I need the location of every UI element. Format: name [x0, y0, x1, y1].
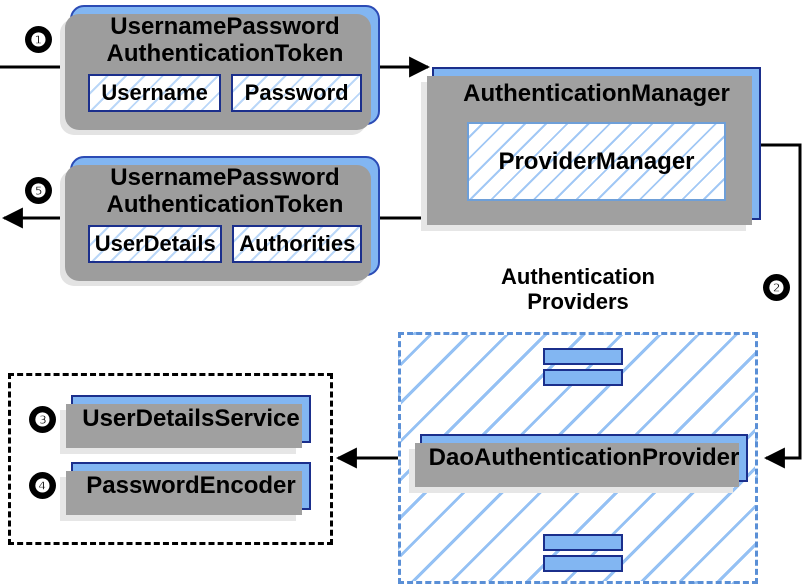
- badge-step-5-number: ❺: [30, 180, 47, 201]
- request-token-slots: Username Password: [88, 74, 363, 112]
- response-token-slots: UserDetails Authorities: [88, 225, 363, 263]
- user-details-service-label: UserDetailsService: [82, 405, 300, 433]
- user-details-service-node[interactable]: UserDetailsService: [60, 395, 311, 454]
- authentication-providers-label-line2: Providers: [527, 288, 629, 314]
- provider-bar-top-1: [543, 348, 623, 365]
- response-token-title-line2: AuthenticationToken: [106, 190, 344, 218]
- password-encoder-node[interactable]: PasswordEncoder: [60, 462, 311, 521]
- arrow-manager-to-provider: [761, 143, 802, 469]
- username-slot[interactable]: Username: [88, 74, 222, 112]
- provider-bar-top-2: [543, 369, 623, 386]
- response-token-title-line1: UsernamePassword: [110, 164, 340, 191]
- authorities-slot[interactable]: Authorities: [232, 225, 363, 263]
- badge-step-4-number: ❹: [34, 475, 51, 496]
- request-token-title: UsernamePassword AuthenticationToken: [72, 13, 378, 68]
- provider-bar-bottom-1: [543, 534, 623, 551]
- authentication-manager-title: AuthenticationManager: [463, 80, 730, 107]
- provider-bar-bottom-2: [543, 555, 623, 572]
- response-token-node[interactable]: UsernamePassword AuthenticationToken Use…: [60, 156, 380, 286]
- authorities-slot-label: Authorities: [239, 231, 356, 257]
- badge-step-4: ❹: [29, 472, 56, 499]
- username-slot-label: Username: [101, 80, 208, 106]
- user-details-slot-label: UserDetails: [94, 231, 216, 257]
- authentication-providers-label: Authentication Providers: [438, 264, 718, 314]
- password-encoder-label: PasswordEncoder: [86, 472, 296, 500]
- password-slot-label: Password: [244, 80, 349, 106]
- request-token-title-line1: UsernamePassword: [110, 13, 340, 40]
- provider-manager-label: ProviderManager: [498, 147, 695, 175]
- dao-authentication-provider-label: DaoAuthenticationProvider: [428, 444, 740, 472]
- badge-step-1: ❶: [25, 26, 52, 53]
- badge-step-5: ❺: [25, 177, 52, 204]
- badge-step-3-number: ❸: [34, 409, 51, 430]
- user-details-slot[interactable]: UserDetails: [88, 225, 223, 263]
- dao-authentication-provider-node[interactable]: DaoAuthenticationProvider: [409, 434, 748, 493]
- authentication-providers-label-line1: Authentication: [501, 264, 655, 289]
- request-token-node[interactable]: UsernamePassword AuthenticationToken Use…: [60, 5, 380, 135]
- provider-manager-node[interactable]: ProviderManager: [467, 122, 726, 201]
- badge-step-3: ❸: [29, 406, 56, 433]
- badge-step-1-number: ❶: [30, 29, 47, 50]
- authentication-manager-node[interactable]: AuthenticationManager ProviderManager: [421, 67, 761, 231]
- badge-step-2-number: ❷: [768, 277, 785, 298]
- request-token-title-line2: AuthenticationToken: [106, 39, 344, 67]
- response-token-title: UsernamePassword AuthenticationToken: [72, 164, 378, 219]
- password-slot[interactable]: Password: [231, 74, 363, 112]
- badge-step-2: ❷: [763, 274, 790, 301]
